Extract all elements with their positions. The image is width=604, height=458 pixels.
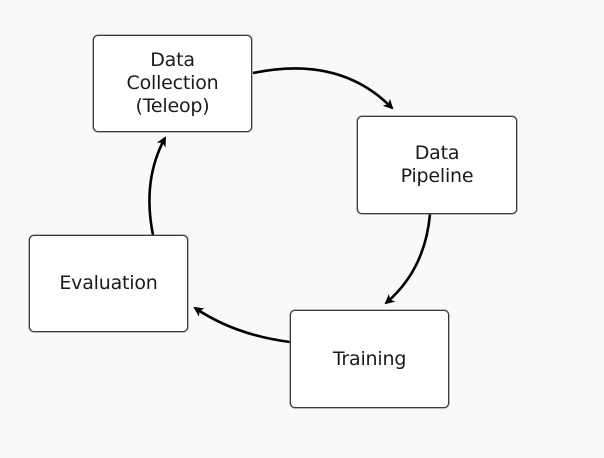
node-label: Data Collection (Teleop) xyxy=(126,49,219,117)
arrow-training-to-evaluation xyxy=(193,306,291,344)
node-data-pipeline: Data Pipeline xyxy=(357,116,517,214)
node-label: Training xyxy=(332,347,407,370)
arrow-pipeline-to-training xyxy=(384,213,432,305)
node-training: Training xyxy=(290,310,449,408)
node-label: Evaluation xyxy=(59,272,158,294)
node-evaluation: Evaluation xyxy=(29,235,188,332)
node-data-collection: Data Collection (Teleop) xyxy=(93,35,252,132)
arrow-evaluation-to-collection xyxy=(148,136,167,236)
arrow-collection-to-pipeline xyxy=(252,67,394,110)
node-label: Data Pipeline xyxy=(400,142,474,187)
